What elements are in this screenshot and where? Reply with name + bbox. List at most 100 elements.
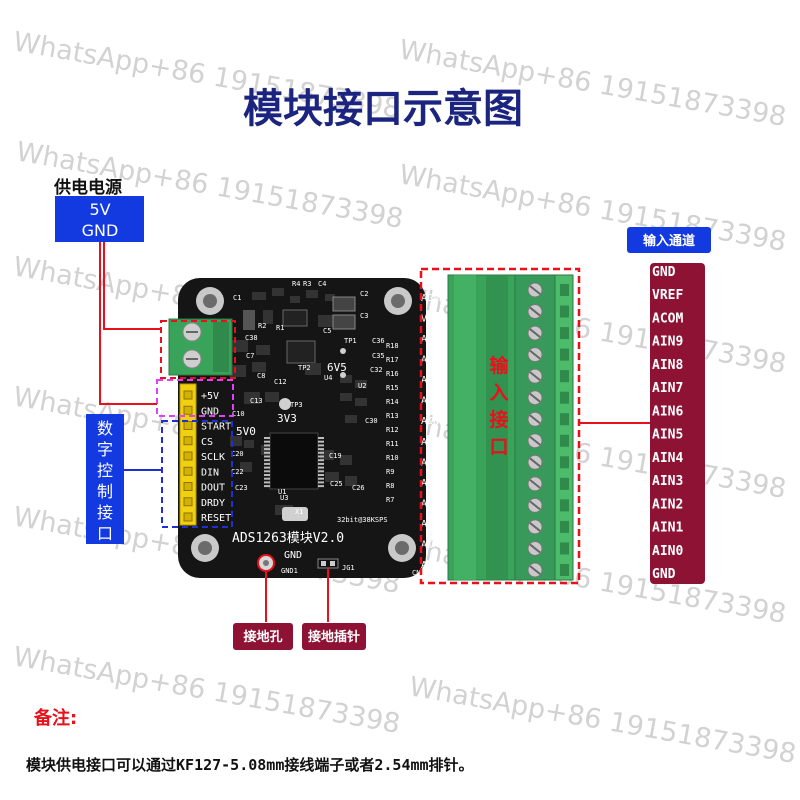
terminal-screw-slot — [529, 285, 541, 295]
input-interface-char: 入 — [489, 382, 508, 404]
part-designator: R4 — [292, 280, 300, 288]
terminal-opening — [560, 520, 569, 533]
terminal-opening — [560, 327, 569, 340]
terminal-screws — [527, 282, 569, 578]
part-designator: C22 — [231, 468, 244, 476]
part-designator: C20 — [231, 450, 244, 458]
input-channel-heading-box — [627, 227, 711, 253]
input-channel-pin: VREF — [652, 288, 683, 303]
adc-pin — [318, 444, 324, 447]
adc-pin — [264, 485, 270, 488]
part-designator: R11 — [386, 440, 399, 448]
adc-pin — [264, 437, 270, 439]
input-channel-pin: AIN3 — [652, 474, 683, 489]
digital-control-box — [86, 414, 124, 544]
adc-pin — [264, 440, 270, 443]
yellow-header-pin — [183, 451, 193, 461]
crystal — [282, 507, 308, 521]
board-left-pin-label: RESET — [201, 513, 231, 524]
adc-pin — [318, 459, 324, 462]
board-name: ADS1263模块V2.0 — [232, 531, 344, 546]
digital-interface-outline — [161, 420, 233, 528]
part-designator: C7 — [246, 352, 254, 360]
part-designator: C19 — [329, 452, 342, 460]
digital-control-char: 接 — [97, 503, 113, 522]
digital-control-char: 数 — [97, 419, 113, 438]
input-channel-pin: AIN8 — [652, 358, 683, 373]
watermark: WhatsApp+86 19151873398 — [397, 159, 789, 258]
part-designator: U2 — [358, 382, 366, 390]
yellow-header-pin — [183, 497, 193, 507]
input-pin-list: GNDVREFACOMAIN9AIN8AIN7AIN6AIN5AIN4AIN3A… — [652, 265, 683, 582]
board-right-pin-label: AIN3 — [421, 478, 445, 489]
terminal-opening — [560, 477, 569, 490]
input-interface-char: 输 — [489, 354, 509, 377]
test-point — [279, 398, 291, 410]
gnd-pin-callout-text: 接地插针 — [308, 629, 360, 645]
yellow-header-pin — [183, 512, 193, 522]
board-right-pin-label: AIN8 — [421, 375, 445, 386]
gnd-silk: GND — [284, 550, 302, 561]
terminal-opening — [560, 542, 569, 555]
input-channel-pin: AIN5 — [652, 428, 683, 443]
gnd-pin — [321, 561, 326, 566]
voltage-regulator — [332, 296, 356, 312]
part-designator: X1 — [295, 508, 303, 516]
part-designator: C26 — [352, 484, 365, 492]
board-spec: 32bit@38KSPS — [337, 516, 388, 524]
terminal-screw-slot — [529, 414, 541, 425]
terminal-screw-slot — [529, 565, 541, 575]
input-interface-char: 接 — [489, 409, 508, 431]
page-title: 模块接口示意图 — [243, 85, 523, 132]
power-line-gnd: GND — [82, 221, 119, 240]
part-designator: TP3 — [290, 401, 303, 409]
terminal-screw-slot — [529, 371, 541, 381]
board-left-pin-label: DOUT — [201, 483, 225, 494]
yellow-header-pin — [183, 436, 193, 446]
part-designator: R13 — [386, 412, 399, 420]
gnd-pin — [330, 561, 335, 566]
gnd-hole-callout-text: 接地孔 — [243, 629, 282, 645]
adc-pin — [264, 455, 270, 458]
part-designator: C1 — [233, 294, 241, 302]
part-designator: R10 — [386, 454, 399, 462]
adc-pin — [318, 474, 324, 476]
part-designator: C10 — [232, 410, 245, 418]
cn4-silk: CN4 — [412, 569, 425, 577]
board-right-pin-label: AGND — [421, 293, 445, 304]
terminal-opening — [560, 284, 569, 296]
part-designator: TP1 — [344, 337, 357, 345]
adc-pin — [264, 444, 270, 447]
mounting-hole — [191, 534, 219, 562]
rail-label-3v3: 3V3 — [277, 412, 297, 425]
adc-pin — [264, 474, 270, 476]
part-designator: R3 — [303, 280, 311, 288]
board-left-pin-label: SCLK — [201, 452, 225, 463]
adc-pin — [264, 477, 270, 480]
part-designator: R16 — [386, 370, 399, 378]
part-designator: C13 — [250, 397, 263, 405]
part-designator: C4 — [318, 280, 326, 288]
mounting-hole — [196, 287, 224, 315]
board-right-pin-label: AIN6 — [421, 416, 445, 427]
input-channel-pin: GND — [652, 567, 676, 582]
input-channel-pin: AIN0 — [652, 544, 683, 559]
input-interface-char: 口 — [489, 436, 508, 458]
terminal-opening — [560, 305, 569, 318]
adc-pin — [264, 481, 270, 484]
board-right-pin-label: AIN5 — [421, 437, 445, 448]
gnd1-silk: GND1 — [281, 567, 298, 575]
terminal-opening — [560, 499, 569, 512]
adc-pin — [318, 440, 324, 443]
yellow-header-pin — [183, 421, 193, 430]
mounting-hole — [384, 287, 412, 315]
adc-pin — [264, 459, 270, 462]
part-designator: R1 — [276, 324, 284, 332]
test-point — [340, 372, 346, 378]
voltage-regulator — [332, 314, 356, 330]
power-heading: 供电电源 — [53, 177, 122, 198]
input-terminal-block — [447, 274, 574, 581]
